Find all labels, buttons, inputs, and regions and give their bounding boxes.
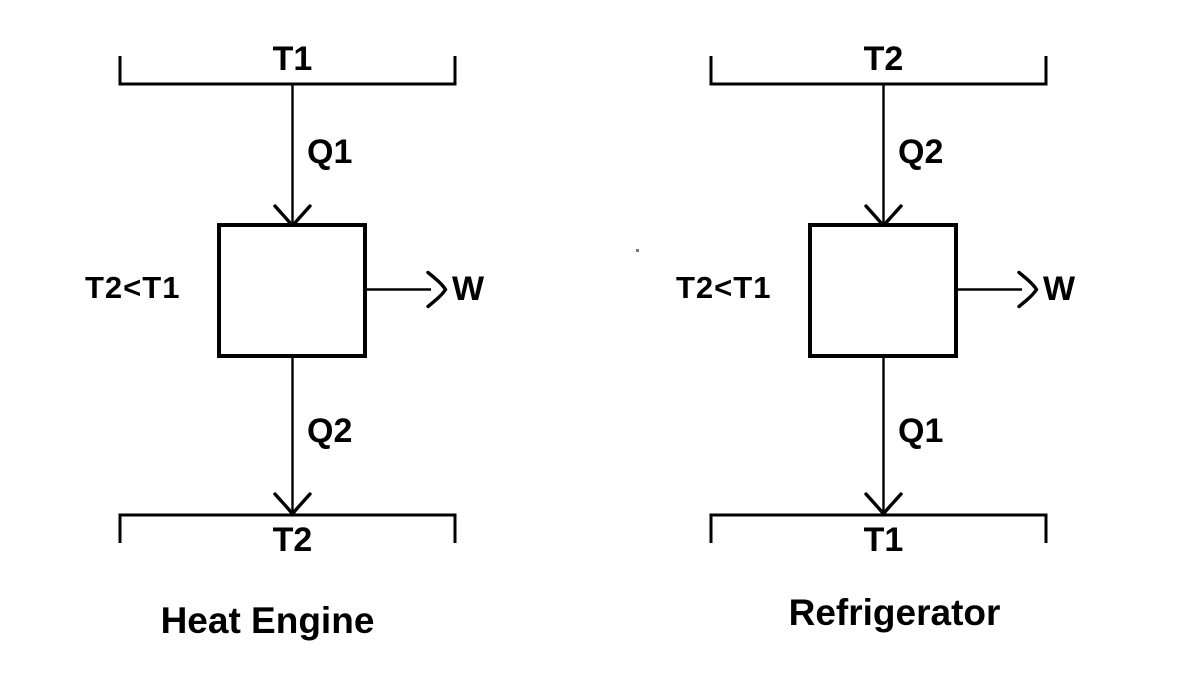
hot-reservoir-bracket [118,56,457,86]
top-reservoir-label: T1 [272,40,313,78]
refrigerator-diagram: T2 Q2 T2<T1 W Q1 T1 Refrigerator [676,0,1096,660]
refrigerator-box [808,223,958,358]
diagram-title: Refrigerator [788,592,1001,633]
engine-box [217,223,367,358]
bottom-reservoir-bracket [709,513,1048,543]
work-label: W [452,270,485,308]
top-reservoir-label: T2 [863,40,904,78]
refrigerator-line-art [709,56,1048,543]
cold-reservoir-bracket [118,513,457,543]
bottom-heat-label: Q1 [898,412,944,450]
top-heat-label: Q1 [307,133,353,171]
work-arrowhead-icon [1017,270,1039,309]
bottom-heat-label: Q2 [307,412,353,450]
heat-engine-diagram: T1 Q1 T2<T1 W Q2 T2 Heat Engine [85,0,505,660]
temperature-condition-label: T2<T1 [85,270,181,305]
work-arrowhead-icon [426,270,448,309]
bottom-reservoir-label: T2 [272,521,313,559]
top-reservoir-bracket [709,56,1048,86]
bottom-reservoir-label: T1 [863,521,904,559]
diagram-title: Heat Engine [160,600,375,641]
top-heat-label: Q2 [898,133,944,171]
work-label: W [1043,270,1076,308]
heat-engine-line-art [118,56,457,543]
temperature-condition-label: T2<T1 [676,270,772,305]
stray-dot-artifact [636,249,639,252]
